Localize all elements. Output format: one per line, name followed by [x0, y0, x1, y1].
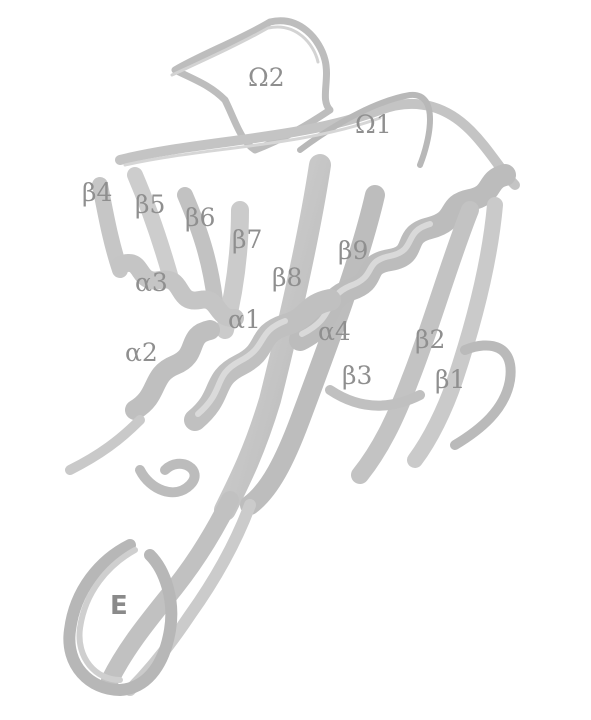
label-e: E [110, 593, 128, 619]
label-beta8: β8 [272, 265, 302, 290]
label-beta1: β1 [435, 367, 465, 392]
label-beta7: β7 [232, 227, 262, 252]
label-beta9: β9 [338, 238, 368, 263]
label-beta5: β5 [135, 192, 165, 217]
label-alpha1: α1 [228, 307, 261, 332]
label-beta2: β2 [415, 327, 445, 352]
label-omega1: Ω1 [355, 112, 392, 137]
label-alpha4: α4 [318, 319, 351, 344]
label-beta4: β4 [82, 180, 112, 205]
label-omega2: Ω2 [248, 65, 285, 90]
label-alpha2: α2 [125, 340, 158, 365]
label-alpha3: α3 [135, 270, 168, 295]
label-beta6: β6 [185, 205, 215, 230]
label-beta3: β3 [342, 363, 372, 388]
lower-stem [110, 464, 250, 690]
